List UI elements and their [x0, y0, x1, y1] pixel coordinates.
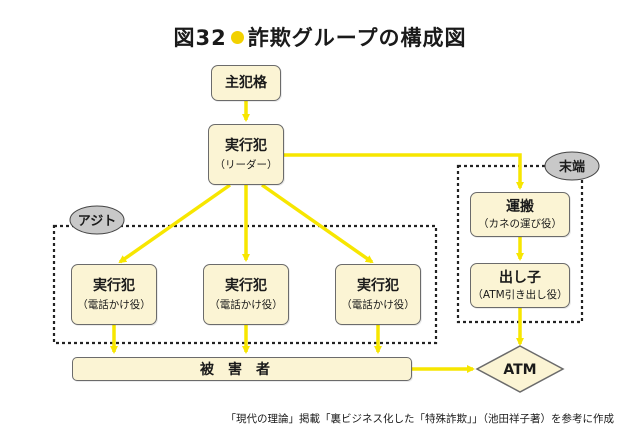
caller-2-label: 実行犯	[225, 277, 267, 294]
leader-box: 実行犯 （リーダー）	[208, 124, 284, 185]
withdrawer-label: 出し子	[499, 269, 541, 286]
terminal-bubble	[544, 151, 600, 181]
arrow-leader-caller1	[118, 183, 232, 264]
boss-label: 主犯格	[225, 75, 267, 91]
title-text: 詐欺グループの構成図	[247, 26, 467, 50]
source-note: 「現代の理論」掲載「裏ビジネス化した「特殊詐欺」」（池田祥子著）を参考に作成	[225, 413, 615, 425]
caller-box-2: 実行犯 （電話かけ役）	[203, 264, 289, 325]
terminal-label: 末端	[558, 159, 585, 175]
arrow-leader-caller3	[260, 183, 374, 264]
figure-number: 図32	[173, 26, 227, 50]
transport-role: （カネの運び役）	[478, 217, 562, 230]
arrow-leader-transport	[284, 153, 524, 190]
caller-box-1: 実行犯 （電話かけ役）	[71, 264, 157, 325]
atm-label: ATM	[503, 362, 536, 378]
hideout-bubble	[69, 205, 125, 235]
transport-box: 運搬 （カネの運び役）	[470, 192, 570, 237]
transport-label: 運搬	[506, 198, 534, 215]
caller-box-3: 実行犯 （電話かけ役）	[335, 264, 421, 325]
caller-3-role: （電話かけ役）	[341, 298, 415, 311]
caller-1-role: （電話かけ役）	[77, 298, 151, 311]
caller-2-role: （電話かけ役）	[209, 298, 283, 311]
victim-label: 被害者	[200, 362, 284, 378]
caller-3-label: 実行犯	[357, 277, 399, 294]
withdrawer-box: 出し子 （ATM引き出し役）	[470, 263, 570, 308]
boss-box: 主犯格	[211, 65, 281, 101]
leader-role: （リーダー）	[214, 158, 278, 171]
page-title: 図32 詐欺グループの構成図	[0, 22, 640, 52]
victim-box: 被害者	[72, 357, 412, 381]
bullet-dot-icon	[230, 31, 244, 44]
withdrawer-role: （ATM引き出し役）	[472, 288, 568, 301]
hideout-label: アジト	[78, 214, 116, 229]
leader-label: 実行犯	[225, 137, 267, 154]
caller-1-label: 実行犯	[93, 277, 135, 294]
atm-diamond	[475, 345, 565, 393]
